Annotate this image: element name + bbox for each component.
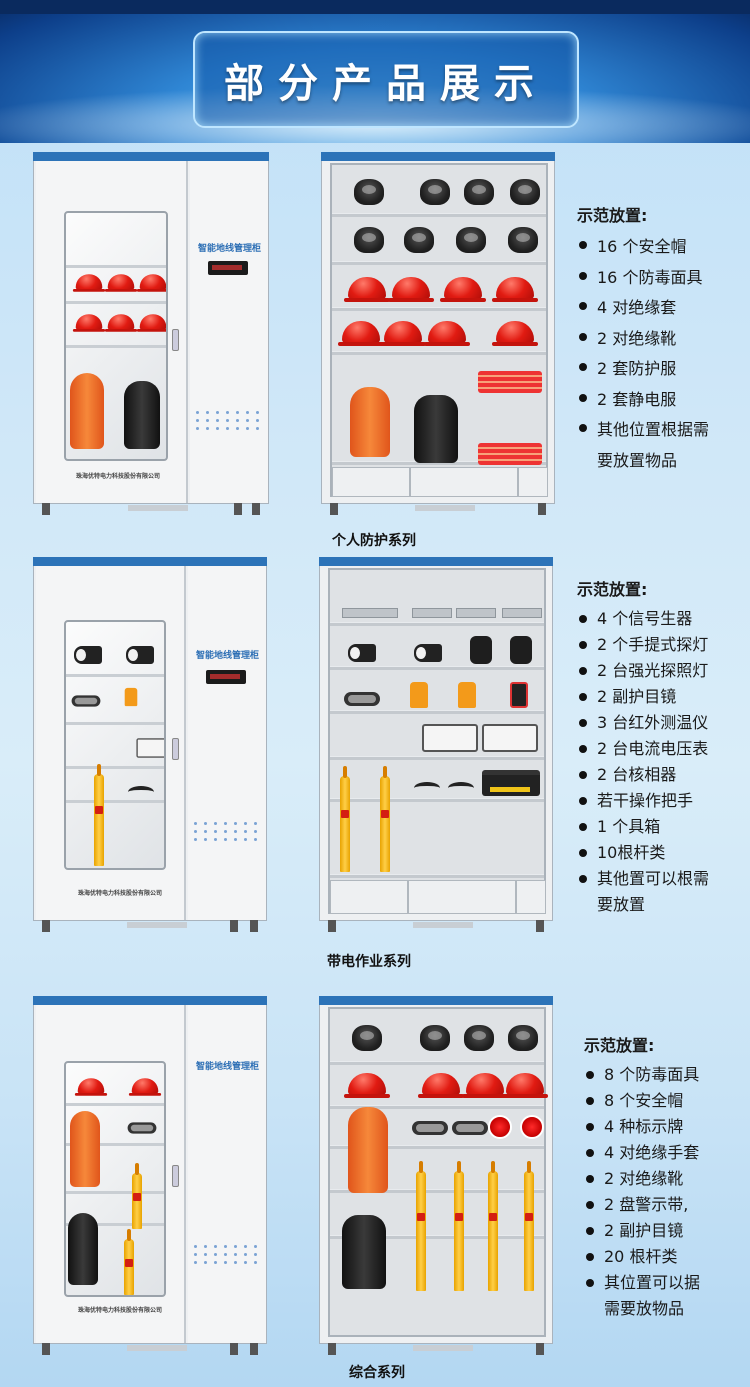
section-caption: 综合系列 bbox=[349, 1365, 405, 1381]
list-item-continuation: 要放置 bbox=[597, 895, 646, 914]
list-item: 16 个安全帽 bbox=[577, 232, 747, 263]
closed-cabinet: 珠海优特电力科技股份有限公司 智能地线管理柜 bbox=[33, 557, 267, 932]
list-item: 2 副护目镜 bbox=[577, 684, 747, 710]
closed-cabinet: 珠海优特电力科技股份有限公司 智能地线管理柜 bbox=[33, 152, 269, 515]
open-cabinet bbox=[319, 996, 553, 1355]
item-list: 4 个信号生器 2 个手提式探灯 2 台强光探照灯 2 副护目镜 3 台红外测温… bbox=[577, 606, 747, 918]
section-1-list: 示范放置: 16 个安全帽 16 个防毒面具 4 对绝缘套 2 对绝缘靴 2 套… bbox=[577, 202, 747, 476]
section-caption: 带电作业系列 bbox=[327, 954, 411, 970]
item-list: 8 个防毒面具 8 个安全帽 4 种标示牌 4 对绝缘手套 2 对绝缘靴 2 盘… bbox=[584, 1062, 748, 1322]
list-title: 示范放置: bbox=[584, 1036, 655, 1055]
list-item-continuation: 需要放物品 bbox=[604, 1299, 685, 1318]
list-item: 2 台核相器 bbox=[577, 762, 747, 788]
list-item: 其他位置根据需 bbox=[577, 415, 747, 446]
cabinet-right-door: 智能地线管理柜 bbox=[188, 566, 266, 920]
list-title: 示范放置: bbox=[577, 580, 648, 599]
list-item: 若干操作把手 bbox=[577, 788, 747, 814]
list-item: 20 根杆类 bbox=[584, 1244, 748, 1270]
list-item: 其他置可以根需 bbox=[577, 866, 747, 892]
cabinet-left-door: 珠海优特电力科技股份有限公司 bbox=[36, 1005, 186, 1343]
list-item: 1 个具箱 bbox=[577, 814, 747, 840]
cabinet-panel-title: 智能地线管理柜 bbox=[196, 651, 260, 661]
open-cabinet bbox=[321, 152, 555, 515]
list-item: 8 个防毒面具 bbox=[584, 1062, 748, 1088]
list-item: 3 台红外测温仪 bbox=[577, 710, 747, 736]
section-caption: 个人防护系列 bbox=[332, 533, 416, 549]
cabinet-right-door: 智能地线管理柜 bbox=[188, 1005, 266, 1343]
cabinet-panel-title: 智能地线管理柜 bbox=[196, 1062, 260, 1072]
closed-cabinet: 珠海优特电力科技股份有限公司 智能地线管理柜 bbox=[33, 996, 267, 1355]
item-list: 16 个安全帽 16 个防毒面具 4 对绝缘套 2 对绝缘靴 2 套防护服 2 … bbox=[577, 232, 747, 476]
page-title: 部分产品展示 bbox=[224, 60, 548, 107]
header-banner: 部分产品展示 bbox=[0, 0, 750, 143]
list-item: 其位置可以据 bbox=[584, 1270, 748, 1296]
cabinet-panel-title: 智能地线管理柜 bbox=[198, 244, 262, 254]
cabinet-top-bar bbox=[33, 152, 269, 161]
list-item: 8 个安全帽 bbox=[584, 1088, 748, 1114]
list-item: 2 个手提式探灯 bbox=[577, 632, 747, 658]
list-item: 10根杆类 bbox=[577, 840, 747, 866]
list-item-continuation: 要放置物品 bbox=[597, 450, 678, 470]
list-item: 4 对绝缘套 bbox=[577, 293, 747, 324]
list-item: 2 对绝缘靴 bbox=[577, 324, 747, 355]
list-title: 示范放置: bbox=[577, 206, 648, 225]
list-item: 16 个防毒面具 bbox=[577, 263, 747, 294]
title-box: 部分产品展示 bbox=[193, 31, 579, 128]
list-item: 2 盘警示带, bbox=[584, 1192, 748, 1218]
list-item: 4 对绝缘手套 bbox=[584, 1140, 748, 1166]
open-cabinet bbox=[319, 557, 553, 932]
cabinet-left-door: 珠海优特电力科技股份有限公司 bbox=[36, 161, 188, 503]
section-2-list: 示范放置: 4 个信号生器 2 个手提式探灯 2 台强光探照灯 2 副护目镜 3… bbox=[577, 576, 747, 918]
cabinet-left-door: 珠海优特电力科技股份有限公司 bbox=[36, 566, 186, 920]
cabinet-logo: 珠海优特电力科技股份有限公司 bbox=[78, 890, 163, 897]
cabinet-glass-window bbox=[64, 620, 166, 870]
section-3-list: 示范放置: 8 个防毒面具 8 个安全帽 4 种标示牌 4 对绝缘手套 2 对绝… bbox=[584, 1032, 748, 1322]
cabinet-glass-window bbox=[64, 1061, 166, 1297]
cabinet-logo: 珠海优特电力科技股份有限公司 bbox=[78, 1307, 163, 1314]
cabinet-glass-window bbox=[64, 211, 168, 461]
cabinet-right-door: 智能地线管理柜 bbox=[190, 161, 268, 503]
list-item: 4 个信号生器 bbox=[577, 606, 747, 632]
cabinet-logo: 珠海优特电力科技股份有限公司 bbox=[76, 473, 161, 480]
list-item: 4 种标示牌 bbox=[584, 1114, 748, 1140]
list-item: 2 套静电服 bbox=[577, 385, 747, 416]
list-item: 2 台电流电压表 bbox=[577, 736, 747, 762]
list-item: 2 台强光探照灯 bbox=[577, 658, 747, 684]
list-item: 2 副护目镜 bbox=[584, 1218, 748, 1244]
list-item: 2 套防护服 bbox=[577, 354, 747, 385]
list-item: 2 对绝缘靴 bbox=[584, 1166, 748, 1192]
